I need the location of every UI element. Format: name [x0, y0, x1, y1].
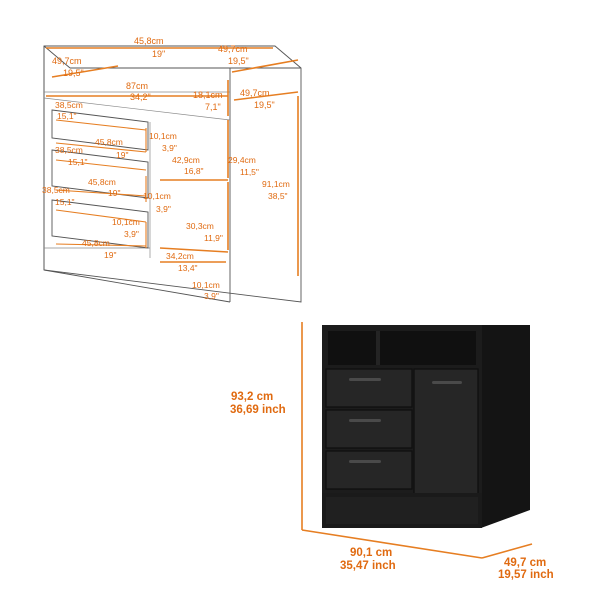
top-width-cm: 45,8cm	[134, 36, 164, 46]
drawer2-depth-cm: 38,5cm	[55, 145, 83, 155]
width-cm: 87cm	[126, 81, 148, 91]
drawer-2-outline	[51, 149, 149, 199]
drawer1-height-cm: 10,1cm	[149, 131, 177, 141]
side-depth-cm: 49,7cm	[240, 88, 270, 98]
drawer1-height-in: 3,9"	[162, 143, 177, 153]
depth-dimension-line	[481, 543, 533, 559]
drawer-handle	[349, 419, 381, 422]
width-cm: 90,1 cm	[350, 547, 392, 559]
width-in: 34,2"	[130, 92, 151, 102]
cabinet-depth-cm: 34,2cm	[166, 251, 194, 261]
width-dimension-line	[301, 529, 483, 559]
total-height-cm: 91,1cm	[262, 179, 290, 189]
drawer2-depth-in: 15,1"	[68, 157, 88, 167]
cabinet-door	[413, 368, 479, 502]
drawer-3-outline	[51, 199, 149, 249]
height-in: 36,69 inch	[230, 404, 286, 416]
height-cm: 93,2 cm	[231, 391, 273, 403]
lower-height-in: 11,9"	[204, 233, 223, 243]
drawer1-width-cm: 45,8cm	[95, 137, 123, 147]
drawing-outline	[43, 45, 302, 303]
lower-height-cm: 30,3cm	[186, 221, 214, 231]
drawer2-height-cm: 10,1cm	[143, 191, 171, 201]
width-in: 35,47 inch	[340, 560, 396, 572]
total-height-in: 38,5"	[268, 191, 288, 201]
cabinet-depth-in: 13,4"	[178, 263, 198, 273]
top-depth-cm: 49,7cm	[218, 44, 248, 54]
drawer3-height-in: 3,9"	[124, 229, 139, 239]
depth-in: 19,57 inch	[498, 569, 554, 581]
drawer3-depth-in: 15,1"	[55, 197, 75, 207]
drawer-1-outline	[51, 109, 149, 151]
upper-height-in: 11,5"	[240, 167, 259, 177]
base-height-cm: 10,1cm	[192, 280, 220, 290]
drawer-handle	[349, 460, 381, 463]
top-width-in: 19"	[152, 49, 165, 59]
left-depth-cm: 49,7cm	[52, 56, 82, 66]
drawer3-height-cm: 10,1cm	[112, 217, 140, 227]
drawer1-depth-cm: 38,5cm	[55, 100, 83, 110]
shelf-height-in: 7,1"	[205, 102, 221, 112]
door-handle	[432, 381, 462, 384]
drawer1-width-in: 19"	[116, 150, 128, 160]
upper-height-cm: 29,4cm	[228, 155, 256, 165]
drawer-top	[325, 368, 413, 408]
cabinet-height-in: 16,8"	[184, 166, 204, 176]
technical-drawing: 45,8cm 19" 49,7cm 19,5" 49,7cm 19,5" 87c…	[42, 36, 302, 303]
drawer2-height-in: 3,9"	[156, 204, 171, 214]
left-depth-in: 19,5"	[63, 68, 84, 78]
drawer-bottom	[325, 450, 413, 490]
drawer3-width-cm: 45,8cm	[82, 238, 110, 248]
cabinet-side	[481, 325, 530, 528]
side-depth-in: 19,5"	[254, 100, 275, 110]
open-shelf	[328, 331, 476, 365]
cabinet-height-cm: 42,9cm	[172, 155, 200, 165]
base-height-in: 3,9"	[204, 291, 219, 301]
depth-cm: 49,7 cm	[504, 557, 546, 569]
drawer-handle	[349, 378, 381, 381]
product-photo: 93,2 cm 36,69 inch 90,1 cm 35,47 inch 49…	[230, 322, 554, 581]
drawer-middle	[325, 409, 413, 449]
drawer1-depth-in: 15,1"	[57, 111, 77, 121]
drawer2-width-in: 19"	[108, 188, 120, 198]
drawer2-width-cm: 45,8cm	[88, 177, 116, 187]
drawer3-depth-cm: 38,5cm	[42, 185, 70, 195]
drawer3-width-in: 19"	[104, 250, 116, 260]
top-depth-in: 19,5"	[228, 56, 249, 66]
shelf-height-cm: 18,1cm	[193, 90, 223, 100]
